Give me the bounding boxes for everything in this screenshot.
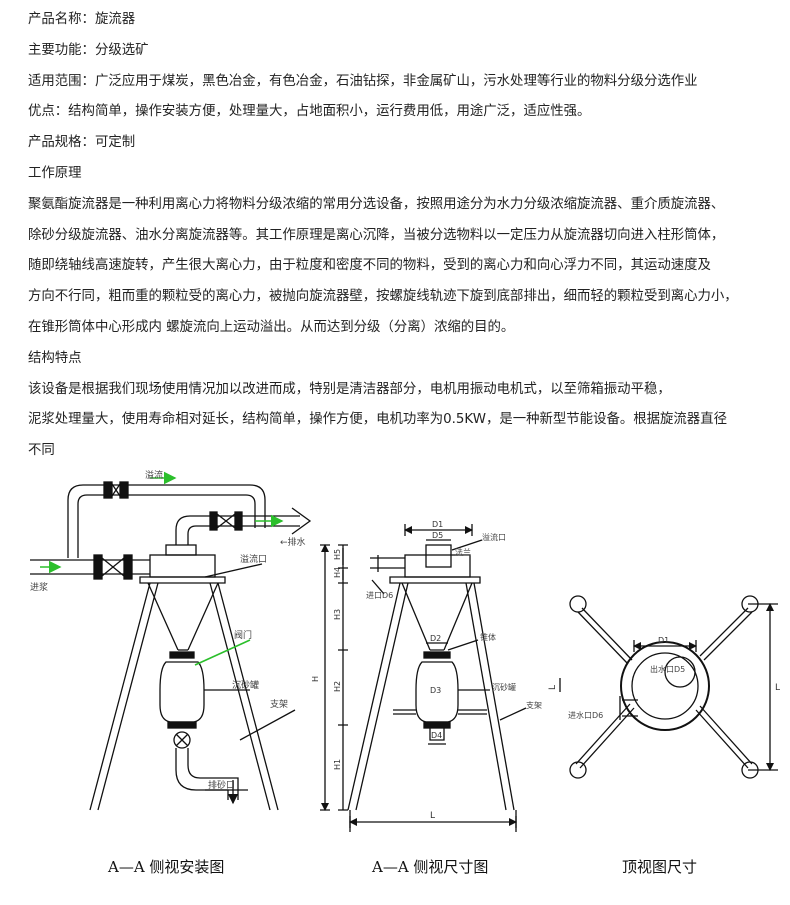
principle-heading: 工作原理 bbox=[28, 165, 82, 181]
product-description: 产品名称：旋流器 主要功能：分级选矿 适用范围：广泛应用于煤炭，黑色冶金，有色冶… bbox=[28, 10, 773, 472]
label-tank: 沉砂罐 bbox=[232, 679, 259, 691]
dim-d5: D5 bbox=[432, 531, 443, 540]
label-top-cap: 溢流口 bbox=[240, 553, 267, 565]
dim-l: L bbox=[430, 811, 435, 821]
dim-h4: H4 bbox=[333, 567, 342, 578]
principle-line: 随即绕轴线高速旋转，产生很大离心力，由于粒度和密度不同的物料，受到的离心力和向心… bbox=[28, 258, 711, 274]
caption-dims: A—A 侧视尺寸图 bbox=[372, 858, 489, 876]
top-l-left: L bbox=[548, 685, 558, 690]
dim-top-cap: 溢流口 bbox=[482, 532, 506, 542]
dim-h5: H5 bbox=[333, 549, 342, 560]
label-out-arrow: ←排水 bbox=[280, 536, 306, 548]
top-outlet: 出水口D5 bbox=[650, 664, 685, 674]
dim-h2: H2 bbox=[333, 681, 342, 692]
product-scope: 适用范围：广泛应用于煤炭，黑色冶金，有色冶金，石油钻探，非金属矿山，污水处理等行… bbox=[28, 73, 698, 89]
label-valve: 阀门 bbox=[234, 629, 252, 641]
dim-d1: D1 bbox=[432, 520, 443, 529]
top-l-right: L bbox=[775, 683, 780, 693]
dim-h1: H1 bbox=[333, 759, 342, 770]
caption-top: 顶视图尺寸 bbox=[622, 858, 698, 876]
structure-line: 该设备是根据我们现场使用情况加以改进而成，特别是清洁器部分，电机用振动电机式，以… bbox=[28, 381, 671, 397]
structure-line: 不同 bbox=[28, 443, 55, 459]
dimension-arrows bbox=[321, 526, 517, 826]
dim-h3: H3 bbox=[333, 609, 342, 620]
top-view-drawing bbox=[559, 595, 778, 779]
top-inlet: 进水口D6 bbox=[568, 710, 603, 720]
product-spec: 产品规格：可定制 bbox=[28, 135, 136, 151]
structure-line: 泥浆处理量大，使用寿命相对延长，结构简单，操作方便，电机功率为0.5KW，是一种… bbox=[28, 412, 727, 428]
dim-cone: 锥体 bbox=[480, 632, 496, 642]
label-inlet: 进浆 bbox=[30, 581, 48, 593]
structure-body: 该设备是根据我们现场使用情况加以改进而成，特别是清洁器部分，电机用振动电机式，以… bbox=[28, 380, 773, 462]
product-name: 产品名称：旋流器 bbox=[28, 12, 136, 27]
structure-heading: 结构特点 bbox=[28, 350, 82, 366]
principle-line: 方向不行同，粗而重的颗粒受的离心力，被抛向旋流器壁，按螺旋线轨迹下旋到底部排出，… bbox=[28, 289, 738, 305]
dim-d2: D2 bbox=[430, 634, 441, 643]
dim-h: H bbox=[311, 676, 320, 682]
dim-d3: D3 bbox=[430, 686, 441, 695]
hydrocyclone-diagrams: 溢流 ←排水 进浆 溢流口 阀门 沉砂罐 支架 排砂口 bbox=[30, 469, 780, 832]
dim-d4: D4 bbox=[431, 731, 442, 740]
label-top-pipe: 溢流 bbox=[145, 469, 163, 481]
principle-line: 在锥形筒体中心形成内 螺旋流向上运动溢出。从而达到分级（分离）浓缩的目的。 bbox=[28, 319, 515, 335]
principle-body: 聚氨酯旋流器是一种利用离心力将物料分级浓缩的常用分选设备，按照用途分为水力分级浓… bbox=[28, 195, 773, 338]
flow-arrows bbox=[40, 471, 284, 574]
top-view-arrows bbox=[633, 603, 774, 771]
dim-flange: 法兰 bbox=[455, 547, 471, 557]
product-function: 主要功能：分级选矿 bbox=[28, 42, 149, 58]
caption-install: A—A 侧视安装图 bbox=[108, 858, 225, 876]
install-drawing bbox=[30, 481, 312, 811]
principle-line: 除砂分级旋流器、油水分离旋流器等。其工作原理是离心沉降，当被分选物料以一定压力从… bbox=[28, 227, 725, 243]
product-advantages: 优点：结构简单，操作安装方便，处理量大，占地面积小，运行费用低，用途广泛，适应性… bbox=[28, 104, 591, 120]
dim-tank: 沉砂罐 bbox=[492, 682, 516, 692]
label-stand: 支架 bbox=[270, 698, 288, 710]
dimension-drawing bbox=[320, 524, 527, 832]
dim-inlet-port: 进口D6 bbox=[366, 591, 393, 600]
label-bottom: 排砂口 bbox=[208, 779, 235, 791]
dim-stand: 支架 bbox=[526, 700, 542, 710]
principle-line: 聚氨酯旋流器是一种利用离心力将物料分级浓缩的常用分选设备，按照用途分为水力分级浓… bbox=[28, 196, 725, 212]
top-d1: D1 bbox=[658, 636, 669, 645]
